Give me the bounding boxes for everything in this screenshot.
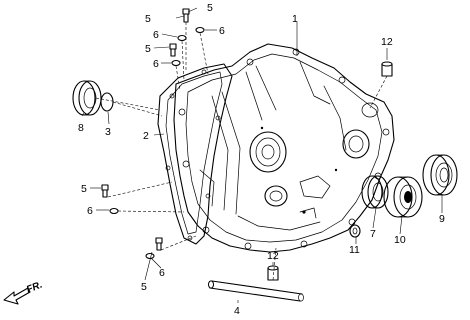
callout-5-right: 5 [207,2,213,14]
callouts: 1 2 3 4 5 5 5 5 5 6 6 6 6 6 7 8 9 10 11 … [78,2,445,317]
callout-6-upper-right: 6 [219,25,225,37]
callout-12-lower: 12 [267,250,279,262]
callout-2: 2 [143,130,149,142]
callout-3: 3 [105,126,111,138]
callout-10: 10 [394,234,406,246]
callout-9: 9 [439,213,445,225]
callout-11: 11 [349,244,360,256]
bolt-top [182,8,190,23]
washer-top [195,26,205,34]
callout-4: 4 [234,305,240,317]
callout-5-mid: 5 [81,183,87,195]
callout-12-upper: 12 [381,36,393,48]
bolt-mid-left [101,184,109,198]
front-arrow-icon [3,287,31,305]
callout-6-mid-upper: 6 [153,58,159,70]
callout-8: 8 [78,122,84,134]
dowel-pin-upper [381,61,393,77]
washer-mid-left [171,59,181,67]
callout-6-upper-left: 6 [153,29,159,41]
front-label: FR. [25,280,44,296]
ball-bearing [383,176,423,218]
callout-7: 7 [370,228,376,240]
callout-5-bottom: 5 [141,281,147,293]
callout-5-top: 5 [145,13,151,25]
housing-gasket [157,63,233,245]
drain-washer [349,224,361,238]
washer-upper-left [177,34,187,42]
bolt-bottom [155,237,163,251]
bolt-upper-left [169,43,177,57]
oil-seal-small [361,175,389,209]
washer-bottom [145,252,155,260]
assembly-lines [95,22,388,281]
callout-6-mid: 6 [87,205,93,217]
callout-6-bottom: 6 [159,267,165,279]
ball-bearing-large [422,154,458,196]
oil-pipe [208,280,304,302]
o-ring [100,92,114,112]
callout-1: 1 [292,13,298,25]
washer-mid-lower [109,207,119,215]
transmission-housing [173,43,395,253]
callout-5-upper: 5 [145,43,151,55]
leader-lines [81,7,443,303]
front-direction-indicator: FR. [3,280,44,305]
